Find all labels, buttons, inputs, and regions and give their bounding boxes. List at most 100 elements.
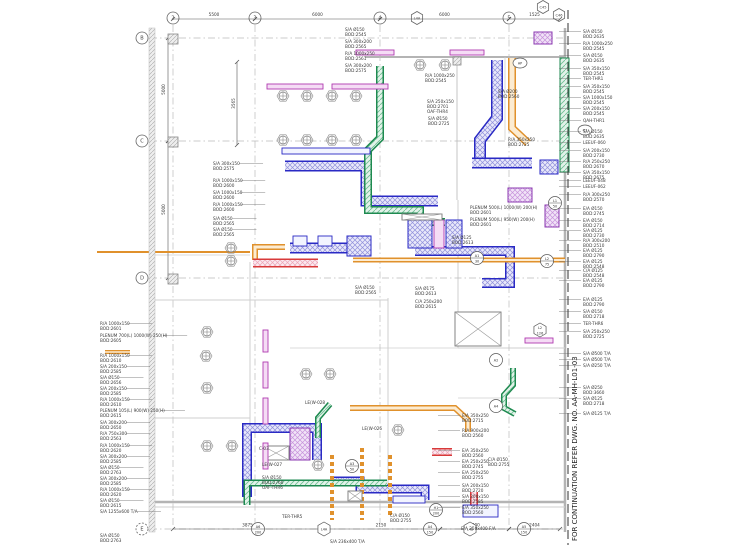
tag-top-text: H1 — [434, 506, 439, 510]
diffusers-layer — [199, 59, 452, 471]
tag-circle — [489, 353, 503, 367]
box-hatchBlue — [539, 159, 559, 175]
annotation-text: LE(W-028 — [305, 400, 325, 405]
tag-top-text: L1 — [553, 199, 557, 203]
annotation-text: S/A Ø125 T/A — [583, 411, 611, 416]
grid-bubble — [135, 522, 149, 536]
box-magentaBox — [433, 219, 445, 249]
box-grayHatchLight — [148, 27, 156, 533]
grid-bubble — [135, 134, 149, 148]
box-blueOutline — [392, 495, 426, 504]
diffuser-hex — [276, 134, 290, 146]
tag-ellipse — [512, 57, 528, 69]
duct-blue — [285, 160, 438, 207]
diffuser-hex — [325, 90, 339, 102]
box-grayHatch — [167, 136, 179, 148]
slot-diffuser — [262, 329, 269, 353]
grid-bubble-hex — [552, 8, 566, 22]
tag-bottom-text: 50 — [553, 205, 557, 209]
dim-tick — [377, 16, 383, 22]
annotation-text: S/A Ø500 T/A — [583, 357, 611, 362]
grid-bubble — [135, 31, 149, 45]
diffuser-hex — [349, 90, 363, 102]
tag-top-text: L4B — [467, 527, 474, 531]
tag-bottom-text: 150 — [427, 531, 433, 535]
tag-bubbles-layer: APL150A130L275Q1H1200A6200L4AA4150L4BA51… — [251, 57, 593, 537]
slot-diffuser — [262, 361, 269, 389]
annotation-text: S/A 236x400 T/A — [330, 539, 365, 544]
dim-text: 5000 — [161, 84, 166, 95]
grid-bubble — [502, 11, 516, 25]
unit-x-line — [347, 490, 363, 502]
dim-text: 6000 — [439, 12, 450, 17]
box-blueOutline — [317, 235, 333, 247]
box-grayHatch — [167, 273, 179, 285]
dim-tick — [557, 16, 563, 22]
annotation-text: LE(W-027 — [262, 462, 282, 467]
dim-text: 5500 — [209, 12, 220, 17]
dim-tick — [234, 142, 240, 148]
diffuser-hex — [276, 90, 290, 102]
slot-diffuser — [262, 397, 269, 425]
duct-core — [415, 247, 514, 287]
annotation-text: LEEUF-048 — [583, 178, 606, 183]
annotation-text: C-03 — [259, 446, 269, 451]
annotation-text: PLENUM 105(L) 900(W) 250(H)BOD:2615 — [100, 408, 165, 418]
grid-bubble — [135, 271, 149, 285]
annotation-text: E/A 250x400 F/A — [461, 526, 496, 531]
grid-bubble-label: D — [140, 276, 144, 282]
duct-core — [253, 245, 285, 260]
duct-core — [502, 368, 516, 416]
tag-top-text: A4 — [494, 404, 498, 408]
dim-tick — [506, 16, 512, 22]
slot-diffuser — [266, 83, 324, 90]
dim-tick — [557, 526, 563, 532]
tag-top-text: L4A — [321, 527, 328, 531]
dim-tick — [252, 16, 258, 22]
diffuser-hex — [200, 326, 214, 338]
box-purpleHatch — [507, 187, 533, 203]
grid-bubble-hex — [536, 0, 550, 14]
duct-core — [475, 60, 502, 166]
dim-text: 3565 — [231, 98, 236, 109]
duct-core — [245, 481, 387, 505]
diffuser-hex — [323, 368, 337, 380]
box-blueOutline — [462, 504, 499, 518]
diffuser-hex — [413, 59, 427, 71]
tag-top-text: A5 — [522, 525, 526, 529]
grid-bubble-label: L4A — [414, 17, 421, 21]
annotation-text: LE(W-026 — [362, 426, 382, 431]
